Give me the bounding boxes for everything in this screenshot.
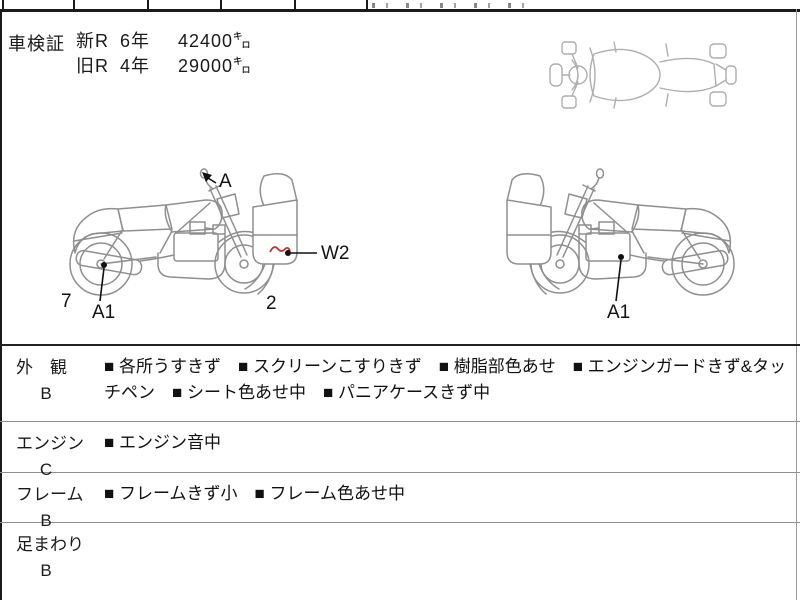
label-a1-left: A1 [92,302,116,323]
label-num-7: 7 [61,291,72,312]
section-grade: C [39,460,53,479]
section-label: 外 観 [16,358,67,377]
label-num-2: 2 [266,293,277,314]
shaken-km: 29000㌔ [178,56,253,76]
section-label: エンジン [16,434,84,453]
clipped-header-text [372,3,532,8]
section-label: フレーム [16,485,84,504]
pointer-dot-a1-left [101,262,107,268]
top-view-drawing [549,41,737,109]
section-grade: B [40,561,52,580]
table-divider [294,0,296,9]
section-grade: B [40,511,52,530]
section-items: ■ フレームきず小 ■ フレーム色あせ中 [104,484,405,503]
shaken-block: 車検証 新R 6年 42400㌔ 旧R 4年 29000㌔ [8,30,252,78]
shaken-era: 旧R [76,56,109,76]
table-divider [366,0,368,9]
table-divider [73,0,75,9]
table-divider [220,0,222,9]
section-ashimawari: 足まわり B [0,522,800,600]
shaken-years: 6年 [120,31,151,51]
section-gaikan: 外 観 B ■ 各所うすきず ■ スクリーンこすりきず ■ 樹脂部色あせ ■ エ… [0,344,800,421]
pointer-dot-a1-right [618,254,624,260]
section-items: ■ エンジン音中 [104,433,221,452]
right-border [796,9,797,600]
label-a1-right: A1 [607,302,631,323]
section-items [98,523,800,600]
condition-sections: 外 観 B ■ 各所うすきず ■ スクリーンこすりきず ■ 樹脂部色あせ ■ エ… [0,344,800,600]
label-w2: W2 [321,243,350,264]
pointer-dot-w2 [285,250,291,256]
shaken-label: 車検証 [8,34,65,54]
top-border [0,9,800,12]
left-bike-drawing [69,168,298,296]
clipped-table-row [0,0,800,9]
wave-mark-w2 [269,246,291,253]
left-border [0,9,2,600]
section-frame: フレーム B ■ フレームきず小 ■ フレーム色あせ中 [0,472,800,530]
section-engine: エンジン C ■ エンジン音中 [0,421,800,479]
shaken-km: 42400㌔ [178,31,253,51]
table-divider [2,0,4,9]
section-grade: B [40,384,52,403]
shaken-era: 新R [76,31,109,51]
shaken-row-old: 旧R 4年 29000㌔ [76,55,252,78]
shaken-row-new: 新R 6年 42400㌔ [76,30,252,53]
section-items: ■ 各所うすきず ■ スクリーンこすりきず ■ 樹脂部色あせ ■ エンジンガード… [104,357,787,402]
shaken-years: 4年 [120,56,151,76]
table-divider [147,0,149,9]
pointer-arrow-a [202,172,212,182]
pointer-line-a [207,177,217,184]
right-bike-drawing [506,168,735,296]
section-label: 足まわり [16,535,84,554]
pointer-line-a1-left [99,267,105,302]
label-a: A [219,171,232,192]
pointer-line-a1-right [615,259,622,302]
